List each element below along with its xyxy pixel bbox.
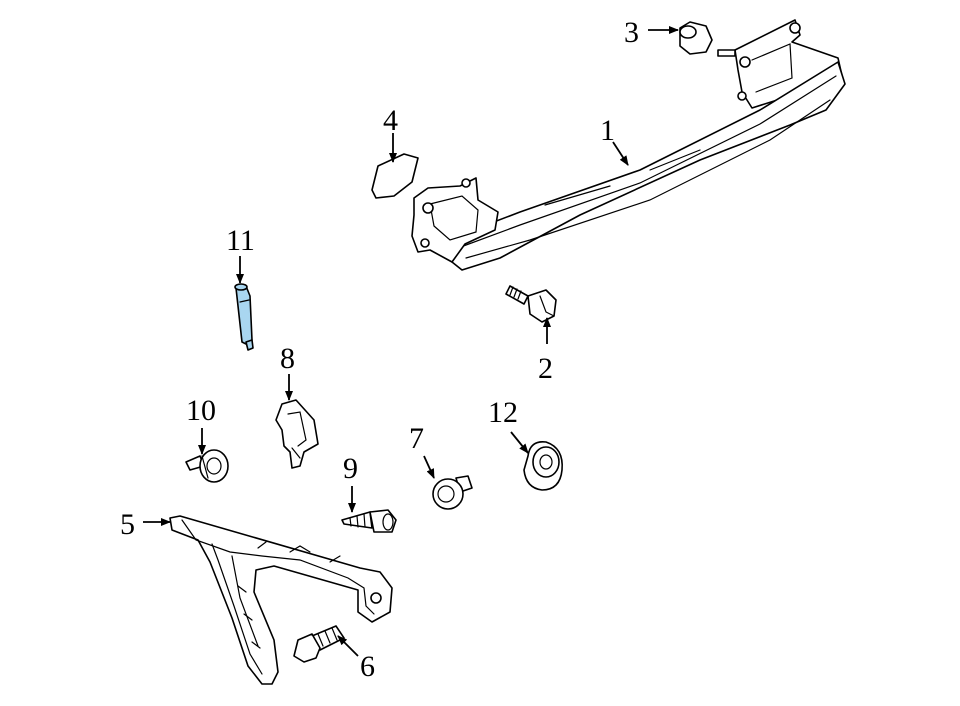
callout-1: 1 [600, 114, 615, 147]
callout-5: 5 [120, 508, 135, 541]
part-6-bolt [293, 625, 345, 663]
part-2-bolt [505, 285, 557, 323]
part-9-screw [341, 509, 397, 533]
callout-3: 3 [624, 16, 639, 49]
callout-8: 8 [280, 342, 295, 375]
part-1-reinforcement-beam [411, 19, 846, 271]
part-10-nut [185, 449, 229, 483]
part-5-bracket [169, 515, 393, 685]
part-7-nut [432, 475, 473, 510]
part-12-grommet [523, 440, 563, 491]
callout-7: 7 [409, 422, 424, 455]
part-8-clip [275, 399, 319, 469]
leader-arrows [143, 26, 679, 657]
part-11-pin [234, 283, 254, 351]
leader-7 [423, 455, 435, 479]
leader-6 [337, 635, 359, 657]
part-3-stop [679, 21, 713, 55]
leader-12 [510, 431, 529, 454]
callout-2: 2 [538, 352, 553, 385]
callout-9: 9 [343, 452, 358, 485]
callout-12: 12 [488, 396, 518, 429]
part-4-cap [371, 153, 419, 199]
callout-6: 6 [360, 650, 375, 683]
callout-4: 4 [383, 104, 398, 137]
leader-1 [612, 141, 629, 166]
callout-11: 11 [226, 224, 255, 257]
callout-10: 10 [186, 394, 216, 427]
